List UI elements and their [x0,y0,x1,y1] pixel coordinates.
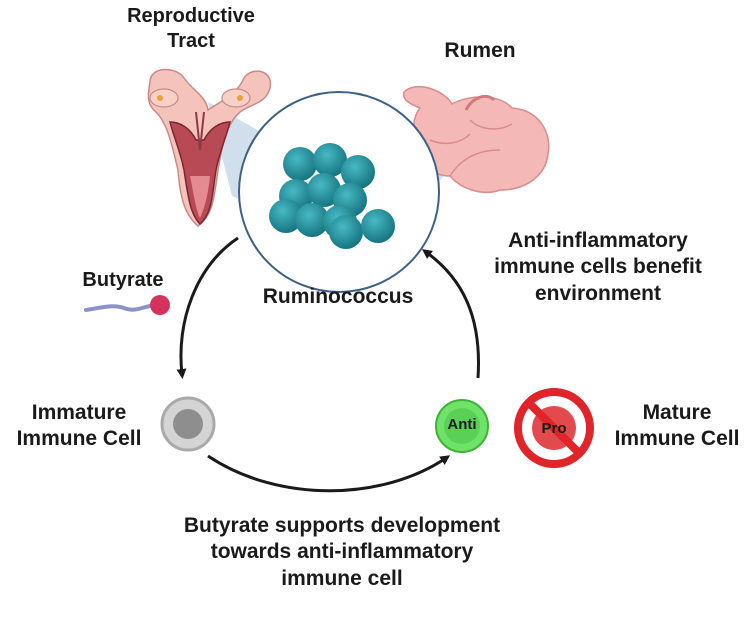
mature-immune-cell-label: Mature Immune Cell [614,401,740,451]
anti-cell-label: Anti [447,416,477,433]
immature-immune-cell [160,396,216,452]
butyrate-supports-label: Butyrate supports development towards an… [183,514,501,590]
pro-inflammatory-cell [514,388,594,468]
ruminococcus-cluster [269,143,395,249]
anti-inflammatory-environment-label: Anti-inflammatory immune cells benefit e… [494,229,702,305]
arrow-immature-to-anti [207,454,451,493]
reproductive-tract-label: Reproductive Tract [127,5,255,52]
reproductive-tract-illustration [147,68,272,227]
prohibition-slash-icon [525,399,583,457]
arrow-anti-to-lens [421,249,481,379]
rumen-illustration [402,86,550,194]
rumen-label: Rumen [444,39,516,62]
immature-immune-cell-label: Immature Immune Cell [16,401,142,451]
pro-cell-label: Pro [541,420,567,437]
butyrate-molecule-icon [84,295,170,315]
ruminococcus-label: Ruminococcus [262,285,414,308]
arrow-lens-to-immature [176,236,239,379]
butyrate-label: Butyrate [82,269,164,291]
anti-inflammatory-cell [435,399,489,453]
